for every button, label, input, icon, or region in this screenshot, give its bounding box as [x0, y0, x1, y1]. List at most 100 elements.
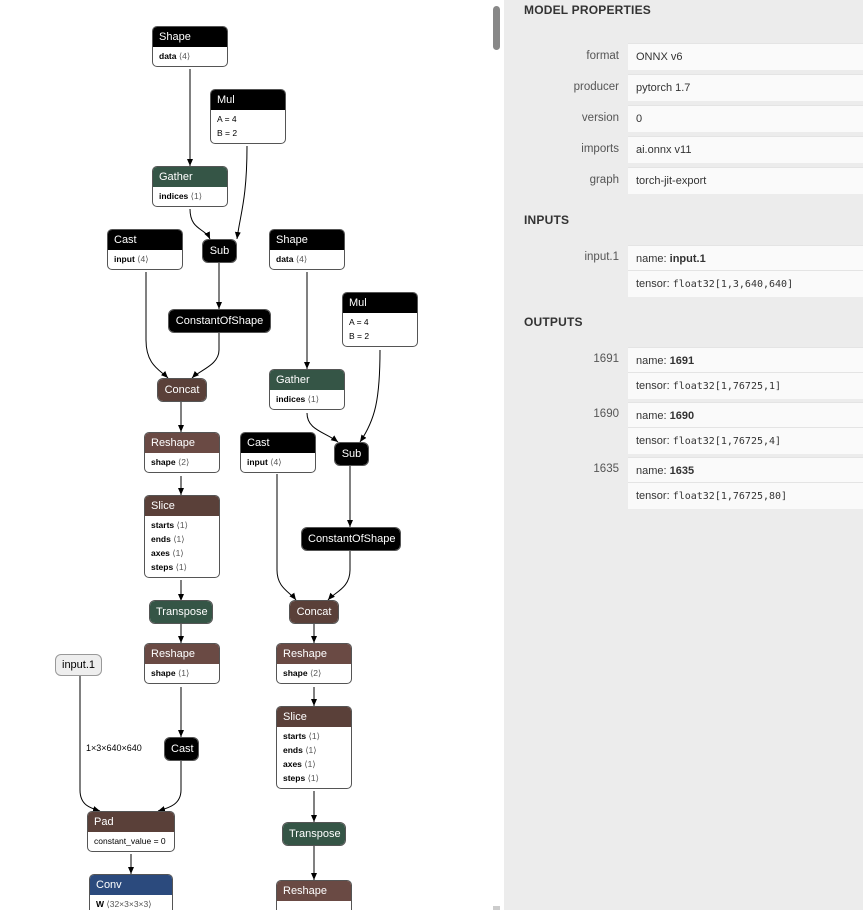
attr-value: = 4: [356, 317, 369, 327]
attr-name: ends: [151, 534, 171, 544]
attr-value: ⟨1⟩: [173, 534, 185, 544]
attr-name: steps: [283, 773, 306, 783]
output-tensor-value[interactable]: tensor: float32[1,76725,80]: [628, 482, 863, 509]
output-tensor-row: tensor: float32[1,76725,1]: [504, 372, 863, 399]
node-title: Mul: [211, 90, 285, 110]
constantofshape-node-2[interactable]: ConstantOfShape: [301, 527, 401, 551]
cast-node-1[interactable]: Cast input ⟨4⟩: [107, 229, 183, 270]
reshape-node-1[interactable]: Reshape shape ⟨2⟩: [144, 432, 220, 473]
transpose-node-2[interactable]: Transpose: [282, 822, 346, 846]
graph-edges: [79, 69, 381, 880]
output-name-value[interactable]: name: 1690: [628, 402, 863, 429]
node-title: Conv: [90, 875, 172, 895]
node-attributes: A = 4 B = 2: [211, 110, 285, 143]
node-title: ConstantOfShape: [302, 528, 400, 550]
output-name-value[interactable]: name: 1635: [628, 457, 863, 484]
constantofshape-node-1[interactable]: ConstantOfShape: [168, 309, 271, 333]
mul-node-1[interactable]: Mul A = 4 B = 2: [210, 89, 286, 144]
output-tensor-type: float32[1,76725,80]: [672, 491, 788, 502]
attr-name: shape: [151, 457, 176, 467]
attr-value: ⟨4⟩: [270, 457, 282, 467]
property-row-producer: producer pytorch 1.7: [504, 74, 863, 101]
outputs-title: OUTPUTS: [524, 315, 583, 329]
node-title: ConstantOfShape: [169, 310, 270, 332]
tensor-prefix: tensor:: [636, 435, 673, 447]
node-title: Concat: [158, 379, 206, 401]
attr-name: data: [276, 254, 294, 264]
attr-name: axes: [151, 548, 170, 558]
output-tensor-value[interactable]: tensor: float32[1,76725,1]: [628, 372, 863, 399]
property-value[interactable]: 0: [628, 105, 863, 132]
graph-view[interactable]: Shape data ⟨4⟩ Mul A = 4 B = 2 Gather in…: [0, 0, 490, 910]
node-title: Shape: [153, 27, 227, 47]
output-tensor-row: tensor: float32[1,76725,4]: [504, 427, 863, 454]
output-name: 1691: [669, 355, 695, 367]
property-value[interactable]: ai.onnx v11: [628, 136, 863, 163]
node-title: Pad: [88, 812, 174, 832]
mul-node-2[interactable]: Mul A = 4 B = 2: [342, 292, 418, 347]
gather-node-2[interactable]: Gather indices ⟨1⟩: [269, 369, 345, 410]
node-attributes: W ⟨32×3×3×3⟩: [90, 895, 172, 910]
property-value[interactable]: ONNX v6: [628, 43, 863, 70]
output-tensor-value[interactable]: tensor: float32[1,76725,4]: [628, 427, 863, 454]
node-attributes: indices ⟨1⟩: [270, 390, 344, 409]
property-label: producer: [573, 81, 619, 93]
node-title: Concat: [290, 601, 338, 623]
input-tensor-type: float32[1,3,640,640]: [672, 279, 794, 290]
cast-node-2[interactable]: Cast: [164, 737, 199, 761]
output-id: 1691: [593, 353, 619, 365]
sub-node-1[interactable]: Sub: [202, 239, 237, 263]
attr-value: = 2: [225, 128, 238, 138]
conv-node-1[interactable]: Conv W ⟨32×3×3×3⟩: [89, 874, 173, 910]
graph-scrollbar-thumb[interactable]: [493, 6, 500, 50]
attr-name: constant_value: [94, 836, 152, 846]
sub-node-2[interactable]: Sub: [334, 442, 369, 466]
shape-node-1[interactable]: Shape data ⟨4⟩: [152, 26, 228, 67]
node-attributes: A = 4 B = 2: [343, 313, 417, 346]
property-label: version: [581, 112, 619, 124]
gather-node-1[interactable]: Gather indices ⟨1⟩: [152, 166, 228, 207]
output-name-row: name: 1690: [504, 402, 863, 429]
node-attributes: constant_value = 0: [88, 832, 174, 851]
graph-input-node[interactable]: input.1: [55, 654, 103, 676]
property-row-imports: imports ai.onnx v11: [504, 136, 863, 163]
attr-value: ⟨4⟩: [295, 254, 308, 264]
slice-node-2[interactable]: Slice starts ⟨1⟩ ends ⟨1⟩ axes ⟨1⟩ steps…: [276, 706, 352, 789]
tensor-prefix: tensor:: [636, 278, 673, 290]
attr-name: input: [247, 457, 268, 467]
property-value[interactable]: torch-jit-export: [628, 167, 863, 194]
reshape-node-2[interactable]: Reshape shape ⟨1⟩: [144, 643, 220, 684]
node-title: Slice: [145, 496, 219, 516]
attr-value: ⟨4⟩: [178, 51, 191, 61]
reshape-node-3[interactable]: Reshape shape ⟨2⟩: [276, 643, 352, 684]
node-title: Mul: [343, 293, 417, 313]
input-tensor-row: tensor: float32[1,3,640,640]: [504, 270, 863, 297]
cast-node-3[interactable]: Cast input ⟨4⟩: [240, 432, 316, 473]
property-label: imports: [581, 143, 619, 155]
concat-node-2[interactable]: Concat: [289, 600, 339, 624]
concat-node-1[interactable]: Concat: [157, 378, 207, 402]
property-row-graph: graph torch-jit-export: [504, 167, 863, 194]
node-title: Slice: [277, 707, 351, 727]
output-tensor-row: tensor: float32[1,76725,80]: [504, 482, 863, 509]
transpose-node-1[interactable]: Transpose: [149, 600, 213, 624]
output-name-value[interactable]: name: 1691: [628, 347, 863, 374]
reshape-node-4[interactable]: Reshape: [276, 880, 352, 910]
property-row-version: version 0: [504, 105, 863, 132]
node-attributes: input ⟨4⟩: [241, 453, 315, 472]
output-name-row: name: 1691: [504, 347, 863, 374]
attr-name: A: [349, 317, 355, 327]
input-tensor-value[interactable]: tensor: float32[1,3,640,640]: [628, 270, 863, 297]
shape-node-2[interactable]: Shape data ⟨4⟩: [269, 229, 345, 270]
edge-shape-label: 1×3×640×640: [86, 743, 142, 753]
node-title: Gather: [270, 370, 344, 390]
attr-value: ⟨1⟩: [307, 773, 319, 783]
pad-node-1[interactable]: Pad constant_value = 0: [87, 811, 175, 852]
attr-name: axes: [283, 759, 302, 769]
property-label: graph: [589, 174, 619, 186]
input-name-value[interactable]: name: input.1: [628, 245, 863, 272]
slice-node-1[interactable]: Slice starts ⟨1⟩ ends ⟨1⟩ axes ⟨1⟩ steps…: [144, 495, 220, 578]
property-value[interactable]: pytorch 1.7: [628, 74, 863, 101]
attr-value: ⟨4⟩: [137, 254, 149, 264]
node-title: Reshape: [277, 644, 351, 664]
